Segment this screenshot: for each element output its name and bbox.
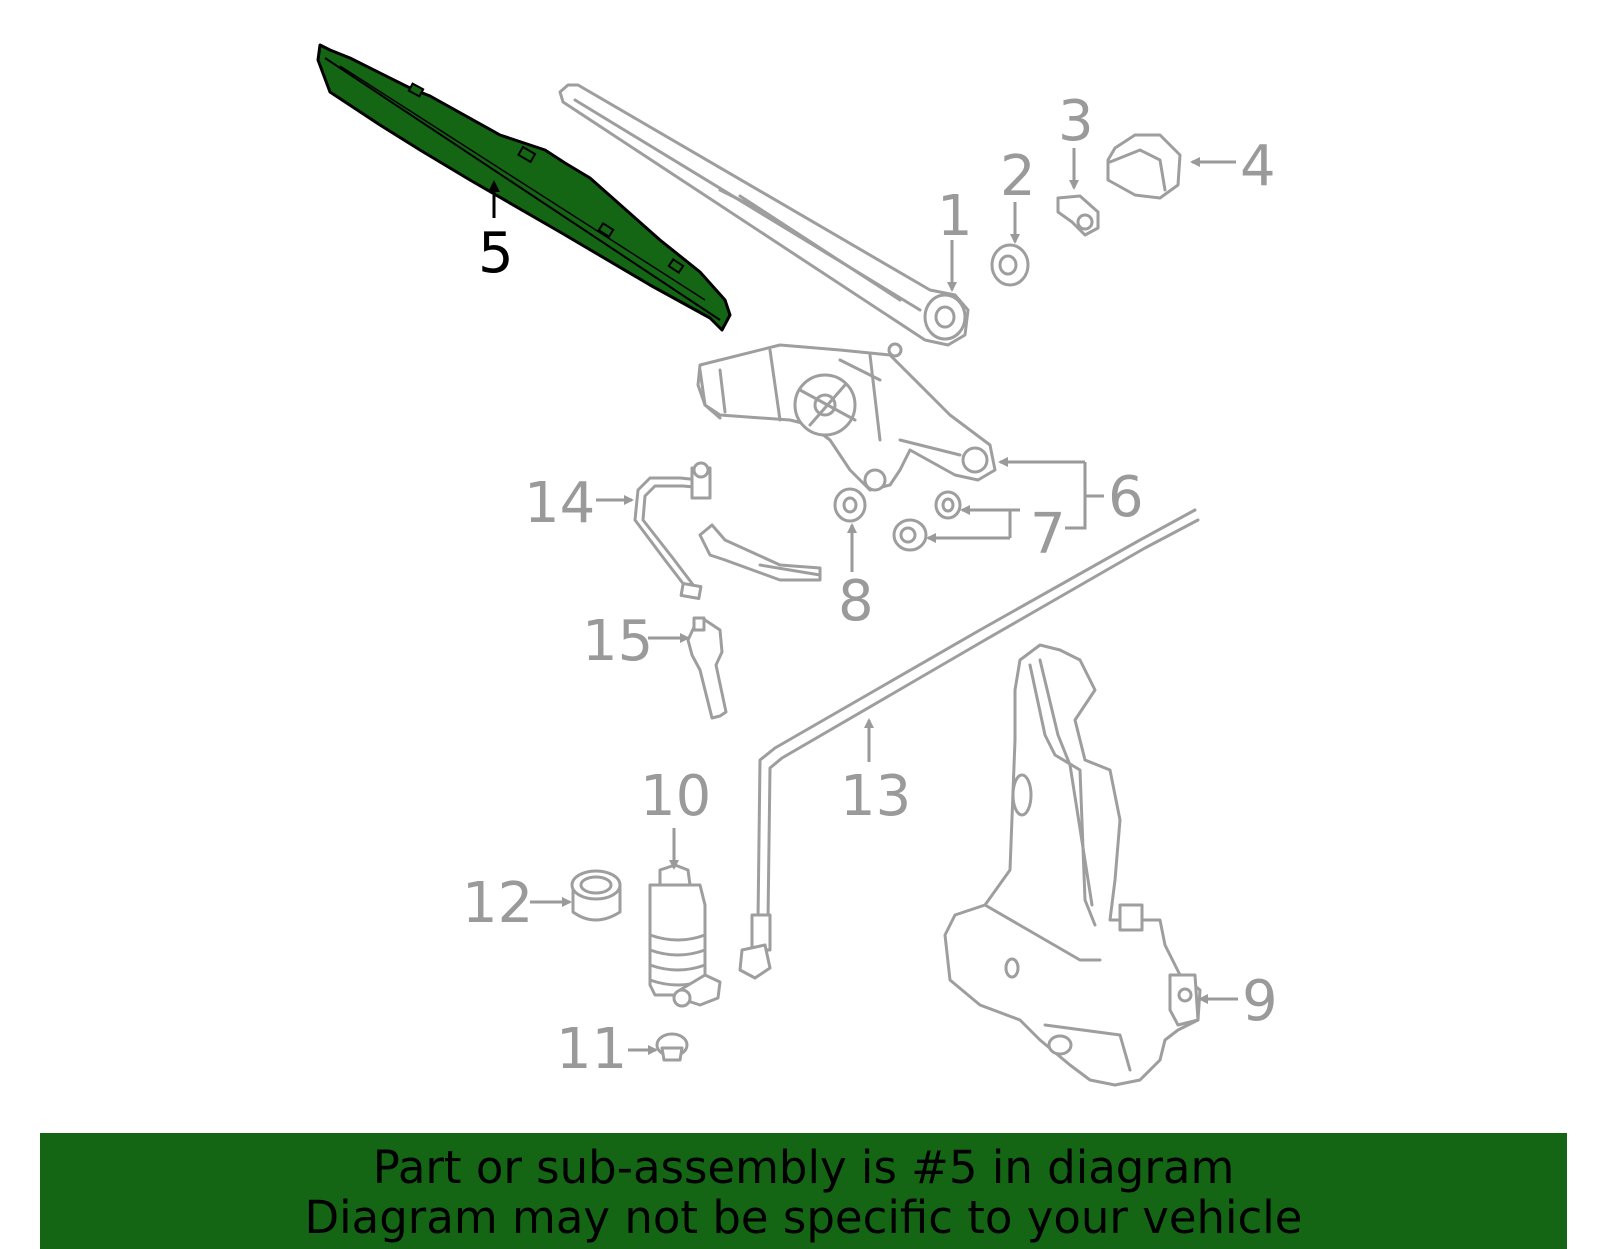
leader-6-bracket bbox=[1065, 462, 1087, 530]
wiper-motor-part-6[interactable] bbox=[696, 342, 997, 492]
callout-12[interactable]: 12 bbox=[462, 871, 533, 936]
nozzle-part-15[interactable] bbox=[686, 616, 728, 720]
wiper-blade-part-5[interactable] bbox=[316, 43, 732, 332]
info-banner: Part or sub-assembly is #5 in diagram Di… bbox=[40, 1133, 1567, 1249]
washer-reservoir-part-9[interactable] bbox=[943, 643, 1202, 1087]
washer-pump-part-10[interactable] bbox=[648, 863, 722, 1008]
callout-15[interactable]: 15 bbox=[582, 609, 653, 674]
callout-2[interactable]: 2 bbox=[1000, 144, 1036, 209]
callout-3[interactable]: 3 bbox=[1058, 89, 1094, 154]
callout-7[interactable]: 7 bbox=[1030, 502, 1066, 567]
callout-5[interactable]: 5 bbox=[478, 221, 514, 286]
callout-labels: 1 2 3 4 5 6 7 8 9 10 11 12 13 14 15 bbox=[462, 89, 1278, 1082]
leader-7-bracket bbox=[1008, 508, 1020, 538]
clip-part-3[interactable] bbox=[1056, 194, 1100, 237]
grommet-part-7[interactable] bbox=[892, 490, 962, 552]
leader-lines bbox=[488, 148, 1238, 1055]
banner-line-2: Diagram may not be specific to your vehi… bbox=[304, 1191, 1303, 1244]
grommet-part-8[interactable] bbox=[833, 487, 867, 523]
callout-10[interactable]: 10 bbox=[640, 764, 711, 829]
callout-1[interactable]: 1 bbox=[937, 184, 973, 249]
seal-part-12[interactable] bbox=[570, 869, 622, 922]
callout-8[interactable]: 8 bbox=[838, 569, 874, 634]
callout-13[interactable]: 13 bbox=[840, 764, 911, 829]
grommet-part-11[interactable] bbox=[655, 1032, 689, 1062]
callout-9[interactable]: 9 bbox=[1242, 969, 1278, 1034]
wiper-arm-part-1[interactable] bbox=[558, 83, 970, 347]
callout-11[interactable]: 11 bbox=[556, 1017, 627, 1082]
banner-line-1: Part or sub-assembly is #5 in diagram bbox=[372, 1141, 1235, 1194]
parts-diagram: 1 2 3 4 5 6 7 8 9 10 11 12 13 14 15 bbox=[316, 43, 1278, 1087]
hose-part-14[interactable] bbox=[633, 461, 822, 600]
hose-part-13[interactable] bbox=[738, 508, 1200, 980]
nut-part-2[interactable] bbox=[990, 243, 1030, 287]
cap-part-4[interactable] bbox=[1106, 133, 1182, 200]
callout-4[interactable]: 4 bbox=[1240, 134, 1276, 199]
callout-6[interactable]: 6 bbox=[1108, 465, 1144, 530]
callout-14[interactable]: 14 bbox=[524, 471, 595, 536]
